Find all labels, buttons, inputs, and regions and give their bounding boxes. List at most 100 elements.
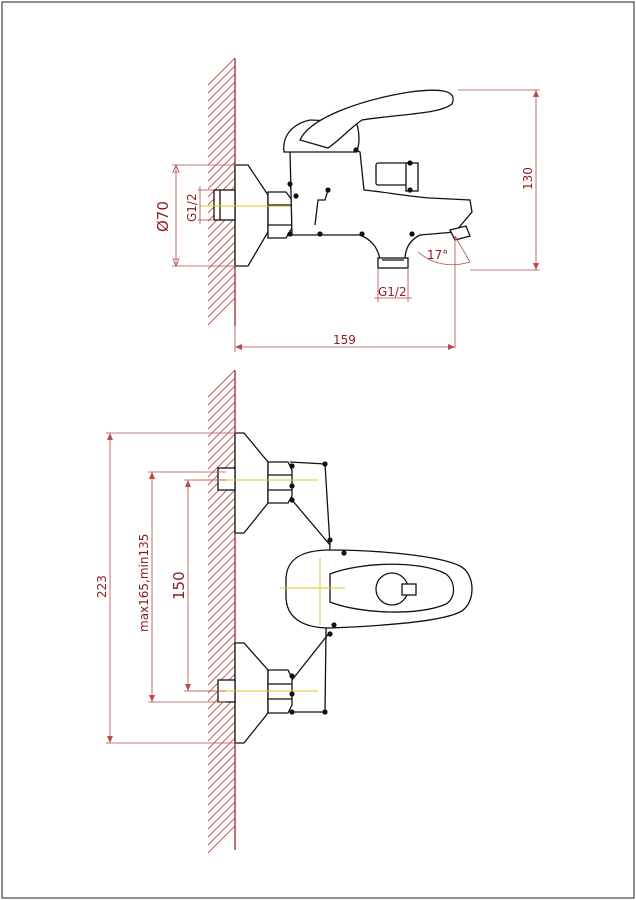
wall-hatch-line [207,785,236,814]
wall-hatch-line [207,161,236,190]
wall-hatch-line [207,377,236,406]
wall-hatch-line [207,169,236,198]
dim-overall-width: 223 [95,432,236,744]
angle-label: 17° [427,248,448,262]
wall-hatch-line [207,793,236,822]
wall-hatch-line [207,385,236,414]
outlet-thread-label: G1/2 [378,285,407,299]
wall-hatch-line [207,81,236,110]
wall-hatch-line [207,825,236,854]
wall-hatch-line [207,649,236,678]
wall-hatch-line [207,625,236,654]
upper-inlet-pipe [217,467,236,491]
wall-hatch-line [207,809,236,838]
wall-hatch-line [207,737,236,766]
dim-diameter: Ø70 [154,163,236,268]
wall-hatch-line [207,433,236,462]
wall-hatch-line [207,105,236,134]
dim-adjust-range: max165,min135 [137,471,226,703]
wall-hatch-line [207,529,236,558]
dim-angle: 17° [417,235,471,348]
wall-flange [234,164,269,267]
wall-hatch-line [207,489,236,518]
wall-hatch-line [207,577,236,606]
wall-hatch-line [207,257,236,286]
wall-hatch-line [207,217,236,246]
wall-hatch-line [207,281,236,310]
wall-hatch-line [207,553,236,582]
upper-flange [234,432,269,534]
wall-hatch-line [207,97,236,126]
wall-top-view [207,369,236,854]
wall-hatch-line [207,657,236,686]
dim-center-distance: 150 [170,479,226,692]
wall-hatch-line [207,601,236,630]
wall-hatch-line [207,817,236,846]
wall-hatch-line [207,569,236,598]
wall-hatch-line [207,521,236,550]
wall-hatch-line [207,705,236,734]
wall-hatch-line [207,545,236,574]
side-view: Ø70 G1/2 G1/2 17° [154,57,540,352]
diameter-label: Ø70 [154,201,172,232]
wall-hatch-line [207,57,236,86]
wall-hatch-line [207,73,236,102]
wall-side-view [207,57,236,326]
wall-hatch-line [207,801,236,830]
wall-hatch-line [207,393,236,422]
inlet-pipe [213,189,236,221]
wall-hatch-line [207,409,236,438]
dim-height: 130 [458,89,540,271]
wall-hatch-line [207,65,236,94]
wall-hatch-line [207,729,236,758]
diverter-rod [314,189,329,226]
adjust-range-label: max165,min135 [137,534,151,632]
depth-label: 159 [333,333,356,347]
wall-hatch-line [207,233,236,262]
wall-hatch-line [207,417,236,446]
top-view: 223 max165,min135 150 [95,369,473,854]
dim-depth: 159 [234,326,455,352]
wall-hatch-line [207,753,236,782]
height-label: 130 [521,167,535,190]
wall-hatch-line [207,129,236,158]
wall-hatch-line [207,721,236,750]
wall-hatch-line [207,609,236,638]
wall-hatch-line [207,145,236,174]
wall-hatch-line [207,369,236,398]
wall-hatch-line [207,561,236,590]
wall-hatch-line [207,777,236,806]
wall-hatch-line [207,441,236,470]
center-distance-label: 150 [170,571,188,600]
wall-hatch-line [207,241,236,270]
wall-hatch-line [207,585,236,614]
wall-thread-label: G1/2 [185,193,199,222]
lever-outline-top [329,563,455,613]
wall-hatch-line [207,497,236,526]
wall-hatch-line [207,265,236,294]
dim-outlet-thread: G1/2 [374,268,412,302]
wall-hatch-line [207,137,236,166]
diverter-tab-top [401,583,417,596]
lever-handle [299,89,454,149]
wall-hatch-line [207,297,236,326]
wall-hatch-line [207,401,236,430]
wall-hatch-line [207,593,236,622]
wall-hatch-line [207,769,236,798]
wall-hatch-line [207,225,236,254]
wall-hatch-line [207,617,236,646]
wall-hatch-line [207,121,236,150]
wall-hatch-line [207,113,236,142]
wall-hatch-line [207,89,236,118]
wall-hatch-line [207,153,236,182]
wall-hatch-line [207,761,236,790]
wall-hatch-line [207,713,236,742]
diverter-cap [405,162,419,192]
wall-hatch-line [207,537,236,566]
wall-hatch-line [207,641,236,670]
hex-nut [267,191,293,239]
lower-flange [234,642,269,744]
wall-hatch-line [207,745,236,774]
